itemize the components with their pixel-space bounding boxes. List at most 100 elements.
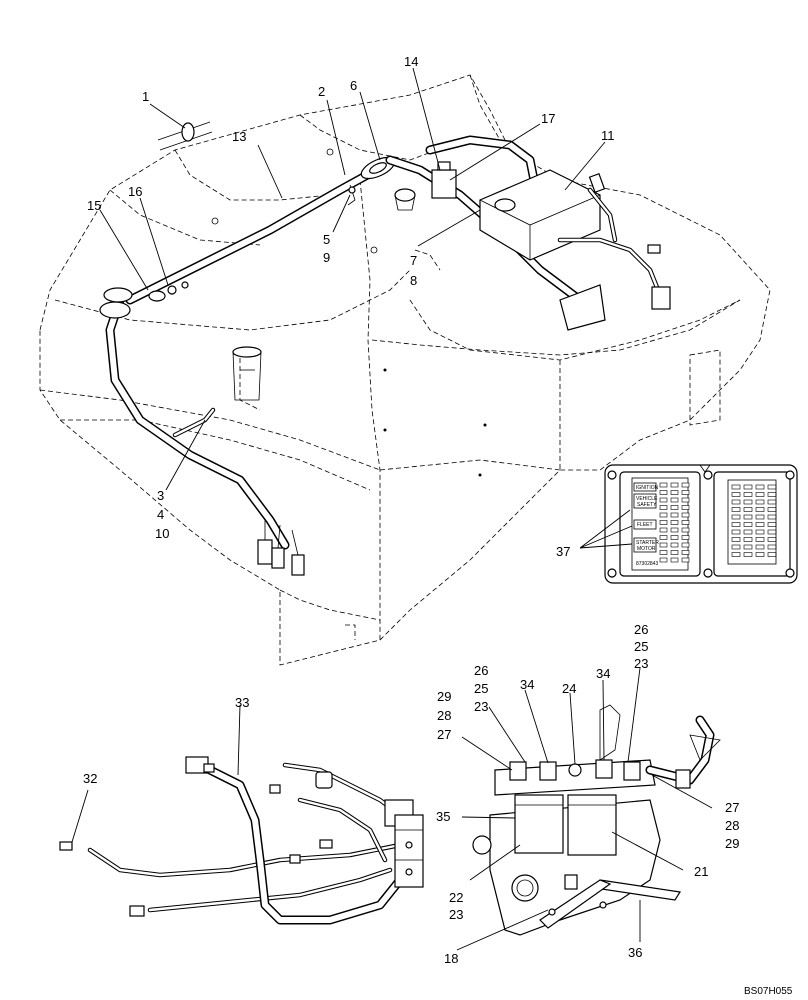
fuse-slot	[659, 512, 668, 518]
callout-27-left: 27	[437, 727, 451, 742]
fuse-slot	[681, 557, 690, 563]
fuse-slot	[743, 499, 753, 505]
callout-28-right: 28	[725, 818, 739, 833]
fuse-slot	[681, 497, 690, 503]
fuse-slot	[755, 492, 765, 497]
fuse-slot	[743, 529, 753, 535]
fuse-slot	[659, 550, 668, 555]
fuse-slot	[659, 520, 668, 525]
main-harness	[99, 121, 671, 576]
fuse-slot	[670, 512, 679, 518]
callout-8: 8	[410, 273, 417, 288]
machine-body	[39, 74, 771, 666]
callout-23-bottom: 23	[449, 907, 463, 922]
fuse-slot	[731, 537, 741, 542]
fuse-slot	[767, 492, 777, 497]
fuse-slot	[670, 490, 679, 495]
callout-35: 35	[436, 809, 450, 824]
callout-29-right: 29	[725, 836, 739, 851]
control-panel	[472, 704, 721, 936]
fuse-slot	[681, 512, 690, 518]
callout-3: 3	[157, 488, 164, 503]
callout-22: 22	[449, 890, 463, 905]
callout-33: 33	[235, 695, 249, 710]
callout-36: 36	[628, 945, 642, 960]
fuse-slot	[755, 522, 765, 527]
fuse-slot	[681, 482, 690, 488]
fuse-label-safety: SAFETY	[637, 502, 657, 508]
fuse-slot	[731, 492, 741, 497]
fuse-slot	[743, 484, 753, 490]
fuse-slot	[681, 550, 690, 555]
fuse-slot	[670, 497, 679, 503]
fuse-slot	[743, 514, 753, 520]
cab-harness	[59, 756, 424, 925]
callout-2: 2	[318, 84, 325, 99]
callout-4: 4	[157, 507, 164, 522]
callout-27-right: 27	[725, 800, 739, 815]
callout-26-left: 26	[474, 663, 488, 678]
fuse-label-starter: STARTER	[636, 540, 659, 546]
fuse-slot	[681, 535, 690, 540]
fuse-slot	[670, 527, 679, 533]
fuse-slot	[681, 490, 690, 495]
fuse-label-motor: MOTOR	[637, 546, 656, 552]
fuse-slot	[659, 557, 668, 563]
fuse-label-vehicle: VEHICLE	[636, 496, 658, 502]
callout-32: 32	[83, 771, 97, 786]
fuse-slot	[659, 542, 668, 548]
fuse-slot	[731, 552, 741, 557]
callout-5: 5	[323, 232, 330, 247]
fuse-slot	[670, 550, 679, 555]
fuse-slot	[755, 514, 765, 520]
fuse-slot	[767, 529, 777, 535]
fuse-slot	[670, 505, 679, 510]
callout-15: 15	[87, 198, 101, 213]
callout-6: 6	[350, 78, 357, 93]
fuse-slot	[731, 544, 741, 550]
fuse-slot	[670, 482, 679, 488]
fuse-slot	[659, 527, 668, 533]
callout-26-right: 26	[634, 622, 648, 637]
callout-23-right: 23	[634, 656, 648, 671]
callout-34-right: 34	[596, 666, 610, 681]
callout-9: 9	[323, 250, 330, 265]
fuse-slot	[767, 484, 777, 490]
callout-37: 37	[556, 544, 570, 559]
callout-16: 16	[128, 184, 142, 199]
fuse-slot	[755, 484, 765, 490]
callout-1: 1	[142, 89, 149, 104]
fuse-slot	[755, 529, 765, 535]
fuse-slot	[681, 505, 690, 510]
callout-7: 7	[410, 253, 417, 268]
fuse-label-ignition: IGNITION	[636, 485, 659, 491]
fuse-label-fleet: FLEET	[637, 522, 653, 528]
fuse-slot	[659, 490, 668, 495]
fuse-slot	[731, 522, 741, 527]
fuse-slot	[767, 514, 777, 520]
fuse-slot	[743, 507, 753, 512]
fuse-slot	[659, 497, 668, 503]
fuse-slots-left	[659, 482, 690, 563]
callout-21: 21	[694, 864, 708, 879]
fuse-slot	[731, 484, 741, 490]
callout-29-left: 29	[437, 689, 451, 704]
fuse-slot	[743, 492, 753, 497]
fuse-slot	[743, 522, 753, 527]
fuse-slot	[767, 544, 777, 550]
callout-17: 17	[541, 111, 555, 126]
callout-14: 14	[404, 54, 418, 69]
fuse-slot	[670, 542, 679, 548]
fuse-slot	[755, 537, 765, 542]
fuse-slot	[731, 514, 741, 520]
callout-23-left: 23	[474, 699, 488, 714]
fuse-slot	[681, 520, 690, 525]
fuse-slot	[681, 542, 690, 548]
fuse-slot	[731, 499, 741, 505]
callout-11: 11	[601, 128, 615, 143]
fuse-slot	[767, 537, 777, 542]
fuse-slot	[681, 527, 690, 533]
callout-25-right: 25	[634, 639, 648, 654]
